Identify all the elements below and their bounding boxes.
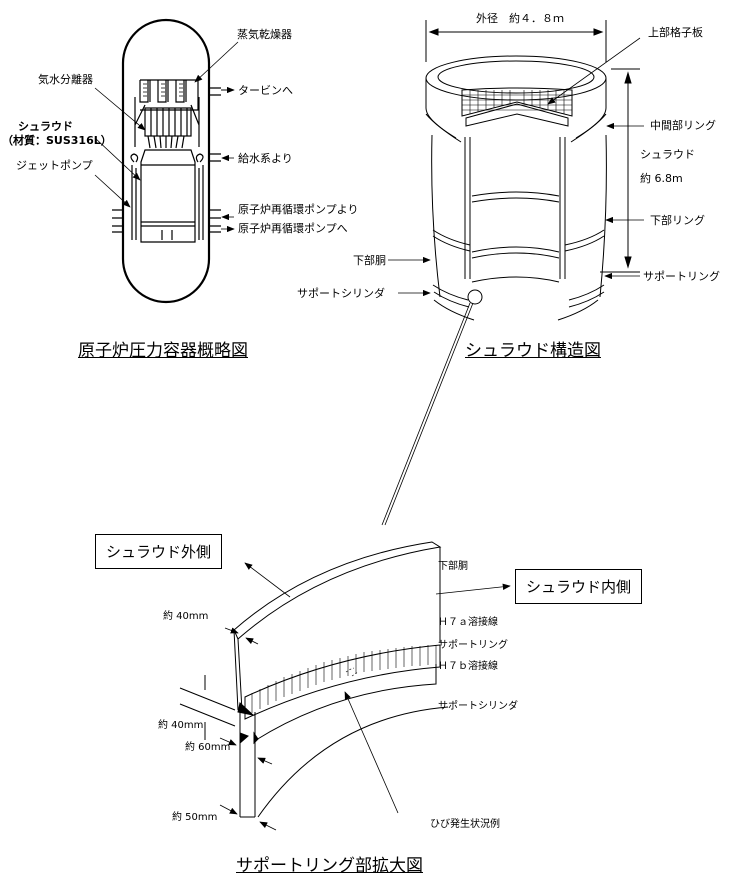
label-shroud-height-title: シュラウド: [640, 148, 695, 161]
steam-dryer: [139, 79, 199, 111]
label-to-turbine: タービンへ: [238, 84, 293, 97]
label-lower-ring: 下部リング: [650, 214, 705, 227]
label-lower-shell: 下部胴: [353, 254, 386, 267]
box-shroud-outside: シュラウド外側: [95, 534, 223, 569]
label-shroud-height: 約 6.8m: [640, 172, 683, 185]
label-h7a-weld: Ｈ７ａ溶接線: [438, 617, 498, 628]
steam-separator: [144, 107, 192, 149]
support-ring-detail: [179, 541, 449, 818]
reactor-vessel: [112, 18, 221, 304]
label-from-feedwater: 給水系より: [238, 152, 293, 165]
label-dim-40mm-top: 約 40mm: [163, 611, 209, 622]
label-to-recirc-pump: 原子炉再循環ポンプへ: [238, 222, 348, 235]
label-steam-dryer: 蒸気乾燥器: [237, 28, 292, 41]
title-vessel-overview: 原子炉圧力容器概略図: [78, 341, 248, 361]
label-detail-lower-shell: 下部胴: [438, 561, 468, 572]
label-detail-support-ring: サポートリング: [438, 640, 508, 651]
top-guide-grid: [461, 87, 573, 127]
label-shroud: シュラウド: [18, 120, 73, 133]
box-shroud-inside: シュラウド内側: [515, 569, 643, 604]
jet-pumps: [130, 153, 204, 240]
label-dim-40mm-ring: 約 40mm: [158, 720, 204, 731]
label-support-cylinder: サポートシリンダ: [297, 287, 385, 300]
label-h7b-weld: Ｈ７ｂ溶接線: [438, 661, 498, 672]
label-middle-ring: 中間部リング: [650, 119, 716, 132]
label-crack-example: ひび発生状況例: [430, 819, 500, 830]
title-shroud-structure: シュラウド構造図: [465, 341, 601, 361]
label-steam-separator: 気水分離器: [38, 73, 93, 86]
label-dim-50mm: 約 50mm: [172, 812, 218, 823]
label-detail-support-cylinder: サポートシリンダ: [438, 701, 518, 712]
label-top-guide: 上部格子板: [648, 26, 703, 39]
vessel-shell: [121, 18, 211, 304]
title-support-ring-detail: サポートリング部拡大図: [236, 856, 423, 876]
label-support-ring: サポートリング: [643, 270, 720, 283]
zoom-connector: [381, 302, 474, 526]
label-shroud-material: （材質：SUS316L）: [2, 134, 112, 147]
shroud-body: [140, 149, 196, 243]
shroud-cylinder: [425, 20, 640, 321]
label-from-recirc-pump: 原子炉再循環ポンプより: [238, 203, 359, 216]
label-outer-diameter: 外径 約４．８ｍ: [476, 12, 564, 25]
label-jet-pump: ジェットポンプ: [16, 159, 93, 172]
label-dim-60mm: 約 60mm: [185, 742, 231, 753]
